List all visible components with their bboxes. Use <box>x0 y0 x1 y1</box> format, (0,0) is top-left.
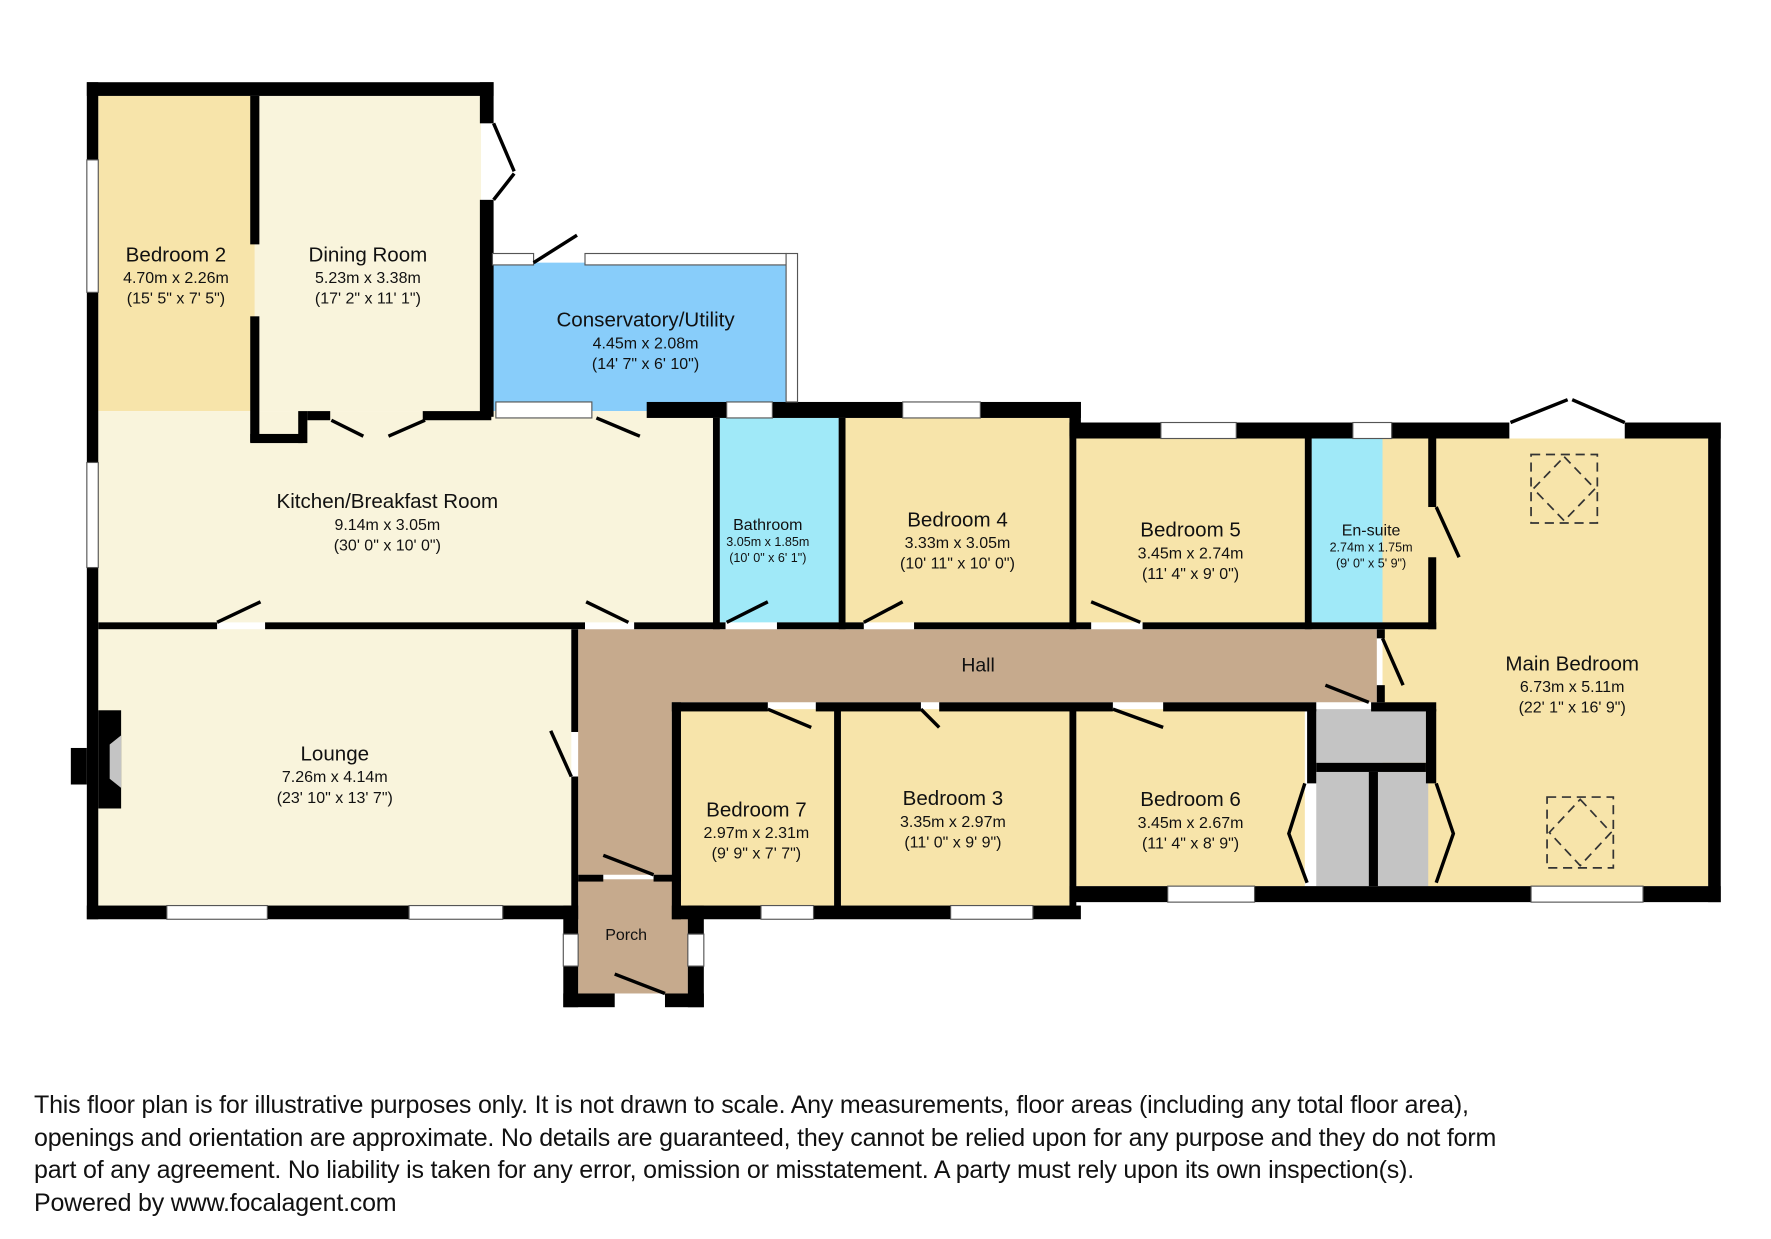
room-label-bedroom3: Bedroom 3 <box>903 787 1004 810</box>
room-fill-dining <box>254 95 482 412</box>
room-dims-metric-conservatory: 4.45m x 2.08m <box>593 335 699 352</box>
room-dims-imperial-ensuite: (9' 0" x 5' 9") <box>1336 557 1406 571</box>
powered-by-credit: Powered by www.focalagent.com <box>34 1188 397 1217</box>
room-dims-metric-lounge: 7.26m x 4.14m <box>282 769 388 786</box>
room-dims-imperial-conservatory: (14' 7" x 6' 10") <box>592 356 699 373</box>
room-fill-bedroom6 <box>1076 709 1305 887</box>
room-dims-metric-dining: 5.23m x 3.38m <box>315 270 421 287</box>
room-fill-conservatory <box>492 262 788 412</box>
room-dims-metric-bedroom2: 4.70m x 2.26m <box>123 270 229 287</box>
room-fill-hall <box>578 629 1377 875</box>
room-dims-metric-mainbedroom: 6.73m x 5.11m <box>1520 679 1625 696</box>
room-fill-porch <box>578 879 688 994</box>
room-label-ensuite: En-suite <box>1342 523 1401 540</box>
room-dims-metric-bedroom7: 2.97m x 2.31m <box>704 825 810 842</box>
room-dims-metric-bedroom6: 3.45m x 2.67m <box>1138 815 1244 832</box>
room-fill-mainbedroom <box>1382 438 1709 887</box>
room-label-porch: Porch <box>605 927 647 944</box>
wardrobe-right <box>1377 771 1429 887</box>
room-dims-imperial-lounge: (23' 10" x 13' 7") <box>277 790 393 807</box>
room-dims-imperial-bedroom5: (11' 4" x 9' 0") <box>1142 566 1239 583</box>
room-fill-kitchen <box>98 411 713 623</box>
disclaimer-line: This floor plan is for illustrative purp… <box>34 1091 1469 1119</box>
disclaimer-line: part of any agreement. No liability is t… <box>34 1156 1414 1184</box>
disclaimer: This floor plan is for illustrative purp… <box>34 1089 1754 1219</box>
room-label-bathroom: Bathroom <box>733 517 802 534</box>
room-dims-imperial-bedroom6: (11' 4" x 8' 9") <box>1142 835 1239 852</box>
room-fill-lounge <box>98 629 572 906</box>
room-dims-metric-bedroom5: 3.45m x 2.74m <box>1138 545 1244 562</box>
room-dims-metric-bedroom4: 3.33m x 3.05m <box>905 535 1011 552</box>
storage-cupboard <box>1316 709 1426 763</box>
room-dims-imperial-bathroom: (10' 0" x 6' 1") <box>729 551 806 565</box>
skylight-icon <box>1546 796 1615 869</box>
room-fill-bedroom7 <box>678 709 835 906</box>
room-label-bedroom2: Bedroom 2 <box>126 244 227 267</box>
room-label-lounge: Lounge <box>300 743 369 766</box>
room-label-kitchen: Kitchen/Breakfast Room <box>277 490 499 513</box>
room-dims-metric-bedroom3: 3.35m x 2.97m <box>900 814 1006 831</box>
room-dims-imperial-bedroom3: (11' 0" x 9' 9") <box>904 834 1001 851</box>
room-dims-metric-bathroom: 3.05m x 1.85m <box>726 535 809 549</box>
room-label-bedroom4: Bedroom 4 <box>907 508 1008 531</box>
room-dims-imperial-dining: (17' 2" x 11' 1") <box>315 291 421 308</box>
room-label-mainbedroom: Main Bedroom <box>1505 652 1639 675</box>
room-dims-imperial-bedroom7: (9' 9" x 7' 7") <box>712 846 801 863</box>
room-dims-imperial-mainbedroom: (22' 1" x 16' 9") <box>1519 700 1626 717</box>
room-fill-bathroom <box>719 417 839 623</box>
room-fill-bedroom4 <box>845 417 1070 623</box>
room-dims-imperial-bedroom2: (15' 5" x 7' 5") <box>127 291 225 308</box>
wardrobe-left <box>1316 771 1369 887</box>
disclaimer-line: openings and orientation are approximate… <box>34 1123 1497 1152</box>
room-label-bedroom5: Bedroom 5 <box>1140 519 1241 542</box>
windows <box>86 159 1644 967</box>
room-dims-imperial-bedroom4: (10' 11" x 10' 0") <box>900 556 1015 573</box>
room-dims-metric-kitchen: 9.14m x 3.05m <box>334 517 440 534</box>
room-label-bedroom7: Bedroom 7 <box>706 798 807 821</box>
room-label-bedroom6: Bedroom 6 <box>1140 788 1241 811</box>
room-fill-bedroom5 <box>1076 438 1305 623</box>
room-label-conservatory: Conservatory/Utility <box>556 309 735 332</box>
skylight-icon <box>1530 453 1599 524</box>
room-fill-bedroom3 <box>840 709 1070 906</box>
doors <box>216 122 1626 996</box>
room-dims-metric-ensuite: 2.74m x 1.75m <box>1330 541 1413 555</box>
room-label-hall: Hall <box>961 654 994 676</box>
room-fill-bedroom2 <box>98 95 255 412</box>
room-label-dining: Dining Room <box>309 244 428 267</box>
fireplace-hearth <box>109 735 122 788</box>
room-dims-imperial-kitchen: (30' 0" x 10' 0") <box>334 537 441 554</box>
